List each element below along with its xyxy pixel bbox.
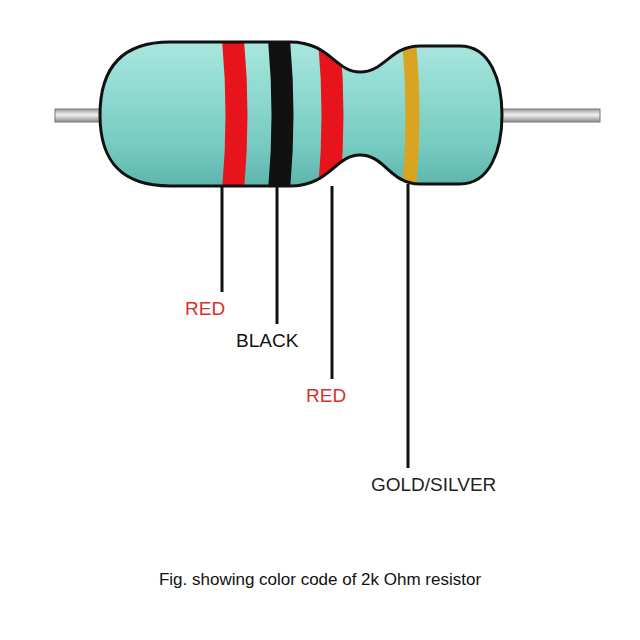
leader-line — [407, 184, 410, 468]
color-label: RED — [185, 298, 225, 320]
color-band — [222, 40, 248, 190]
leader-line — [276, 186, 279, 324]
color-label: RED — [306, 385, 346, 407]
resistor-body — [100, 42, 502, 186]
color-label: BLACK — [236, 330, 298, 352]
leader-line — [221, 186, 224, 292]
figure-caption: Fig. showing color code of 2k Ohm resist… — [159, 570, 481, 590]
resistor-outline — [100, 42, 502, 186]
color-band — [402, 40, 420, 190]
color-band — [268, 40, 294, 190]
color-label: GOLD/SILVER — [371, 474, 496, 496]
leader-line — [331, 186, 334, 379]
resistor-lead — [488, 109, 600, 122]
